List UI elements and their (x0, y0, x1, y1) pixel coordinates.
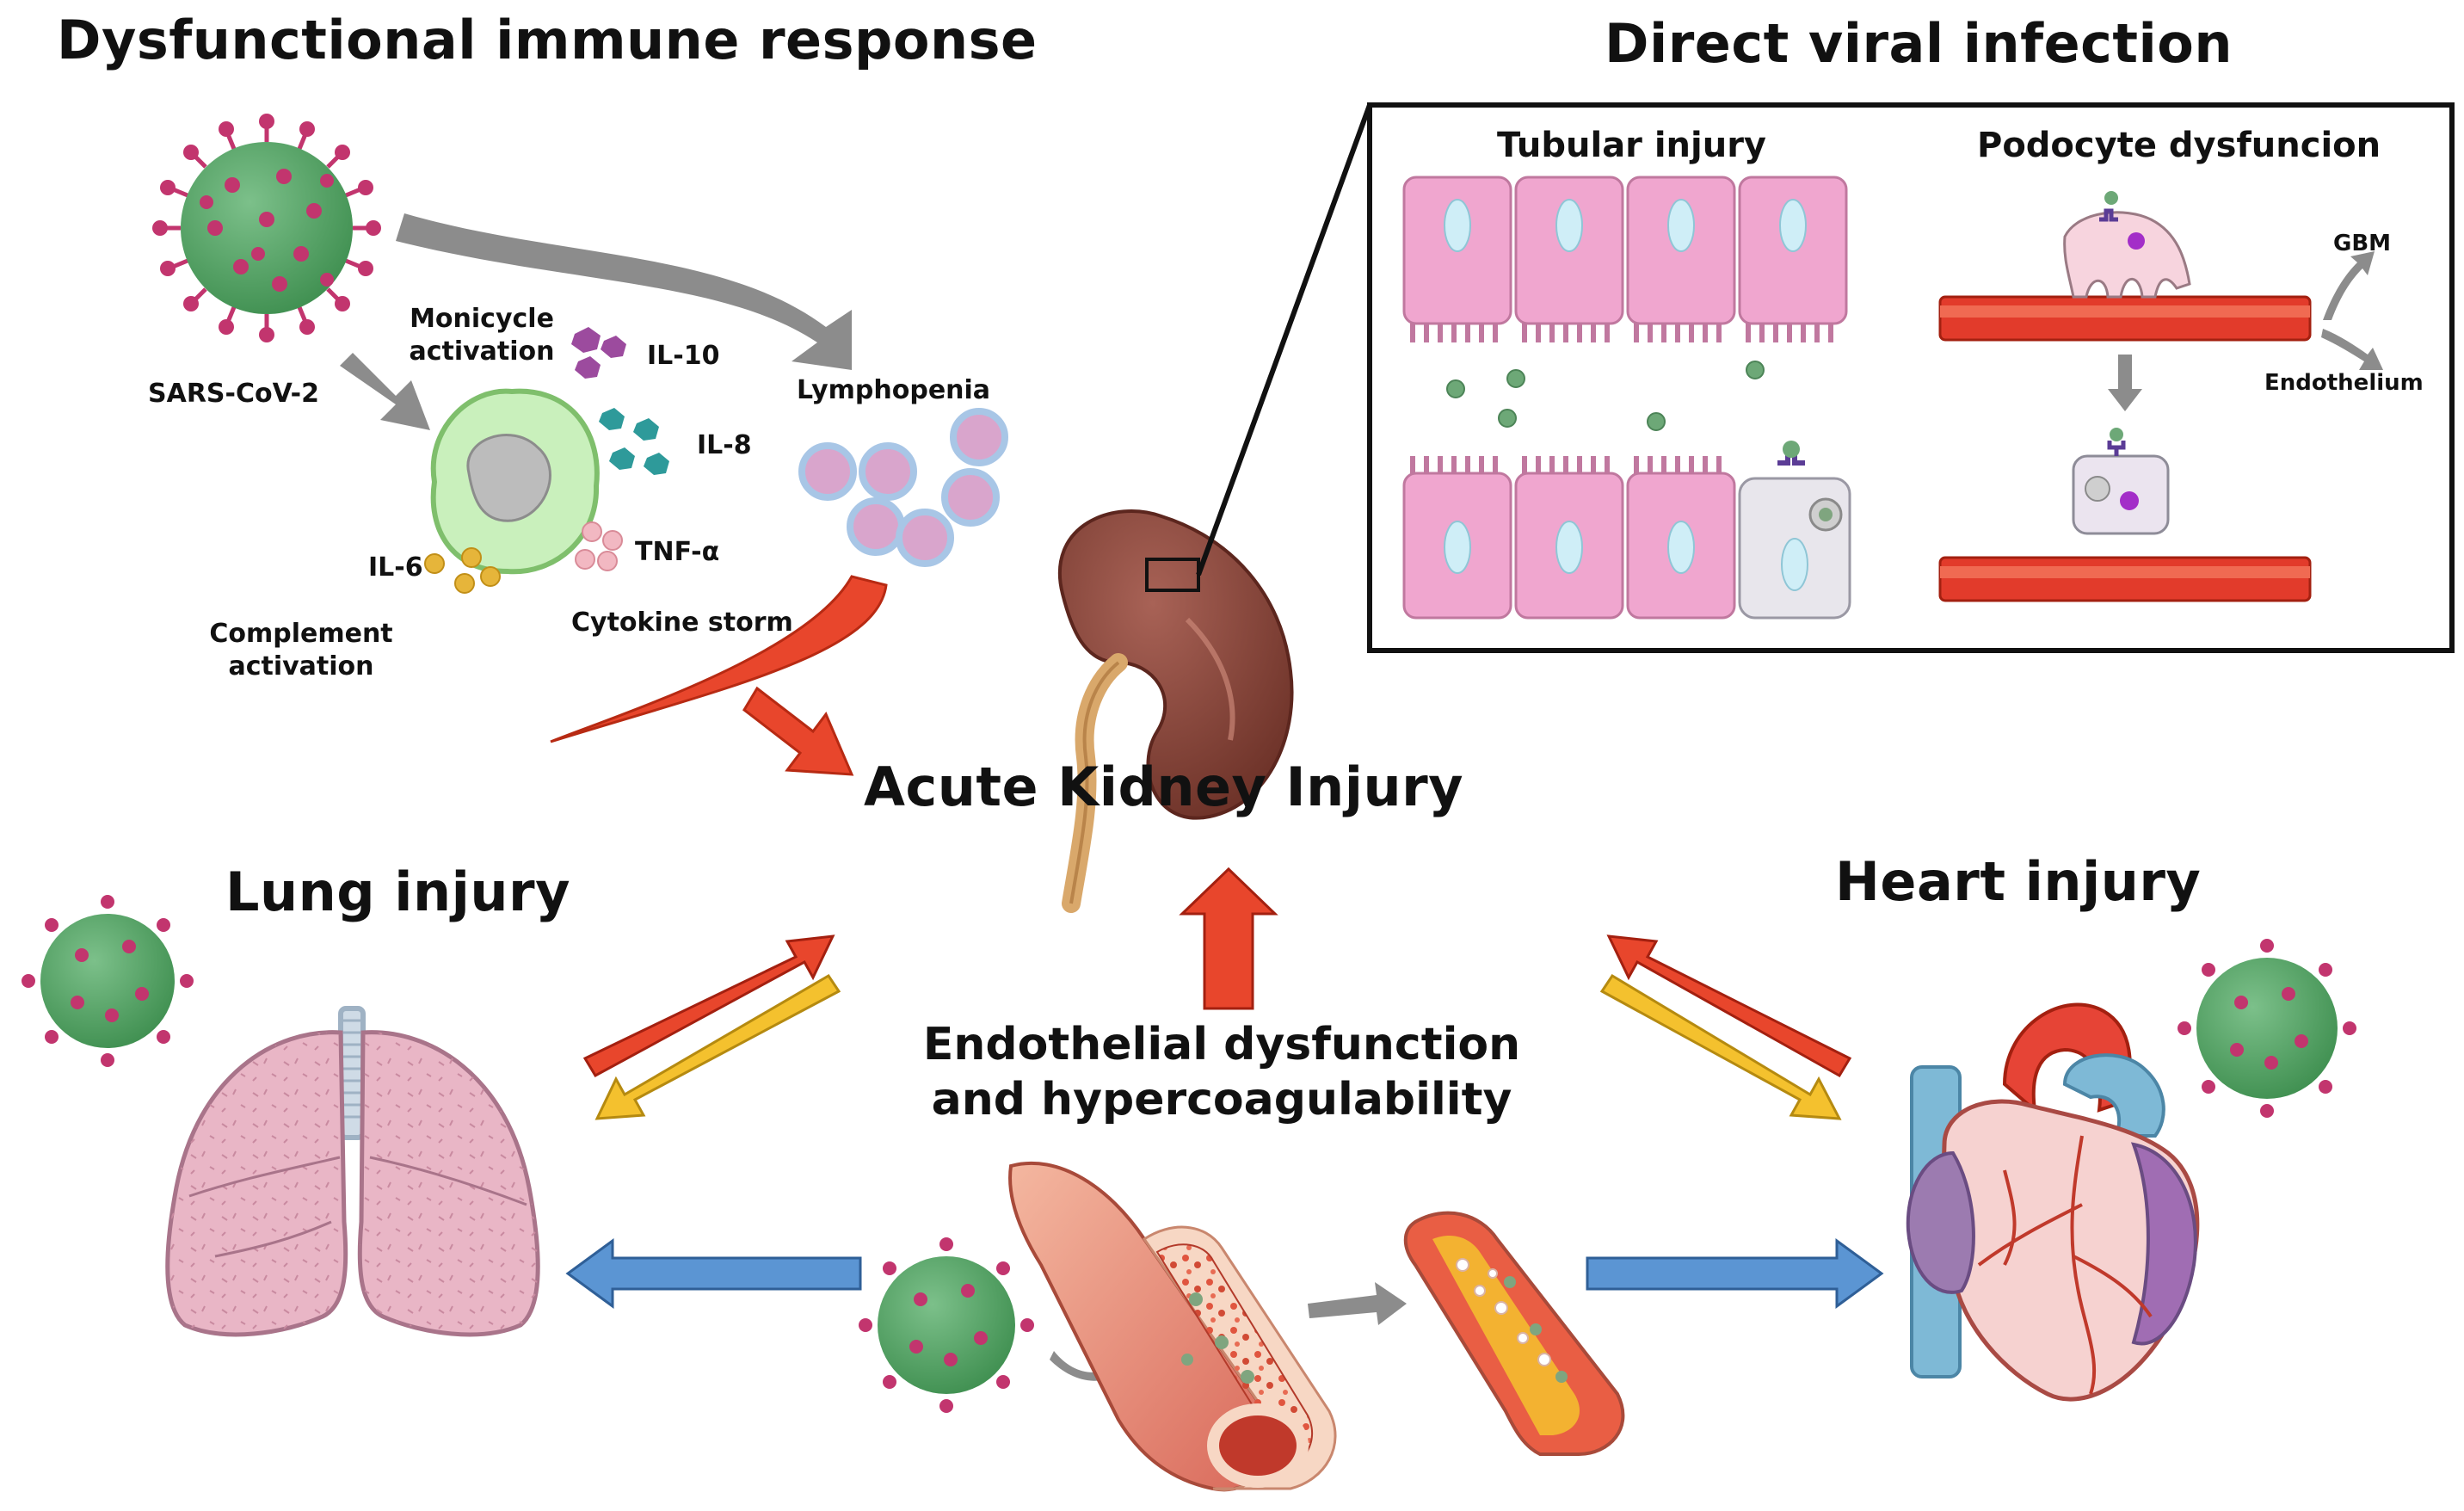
arrow-virus-to-monocyte (340, 353, 430, 430)
podocyte-detach-arrow-icon (2108, 355, 2142, 411)
blue-arrow-to-heart (1586, 1238, 1884, 1309)
lungs-icon (22, 895, 540, 1337)
yellow-arrow-aki-to-heart (1599, 973, 1842, 1120)
lymphocytes-icon (798, 408, 1008, 567)
red-arrow-immune-to-aki (550, 575, 888, 743)
tnf-alpha-cytokines-icon (575, 521, 623, 571)
il10-cytokines-icon (571, 327, 626, 379)
center-arrows (565, 867, 1884, 1309)
blue-arrow-to-lung (565, 1238, 862, 1309)
red-arrow-to-aki-head (742, 686, 854, 776)
immune-response-panel (152, 114, 1008, 776)
tubular-cells-lower-icon (1402, 441, 1851, 620)
podocyte-lower-icon (1938, 428, 2312, 602)
red-arrow-heart-to-aki (1606, 934, 1852, 1078)
gray-arrow-vessel-to-thrombus (1308, 1282, 1407, 1325)
monocyte-cell-icon (430, 388, 600, 575)
free-viruses-icon (1446, 361, 1765, 431)
viral-inset-panel (1367, 102, 2455, 653)
tubular-cells-upper-icon (1402, 176, 1848, 342)
lung-virus-icon (22, 895, 194, 1067)
zoom-line-top (1196, 103, 1372, 577)
heart-virus-icon (2178, 939, 2356, 1118)
heart-icon (1906, 939, 2356, 1402)
il6-cytokines-icon (424, 547, 501, 594)
red-arrow-endothelial-to-aki (1179, 867, 1278, 1010)
sars-cov-2-virus-icon (152, 114, 381, 342)
gbm-arrow-icon (2323, 251, 2375, 320)
red-arrow-lung-to-aki (582, 934, 835, 1078)
center-virus-icon (859, 1237, 1034, 1413)
il8-cytokines-icon (599, 408, 669, 475)
blood-vessel-icon (1008, 1161, 1337, 1492)
thrombosed-vessel-icon (1403, 1211, 1625, 1456)
yellow-arrow-aki-to-lung (594, 973, 841, 1120)
kidney-icon (1057, 509, 1294, 913)
arrow-virus-to-lymphopenia (396, 213, 852, 370)
endothelium-arrow-icon (2321, 329, 2383, 370)
podocyte-upper-icon (1938, 191, 2312, 342)
